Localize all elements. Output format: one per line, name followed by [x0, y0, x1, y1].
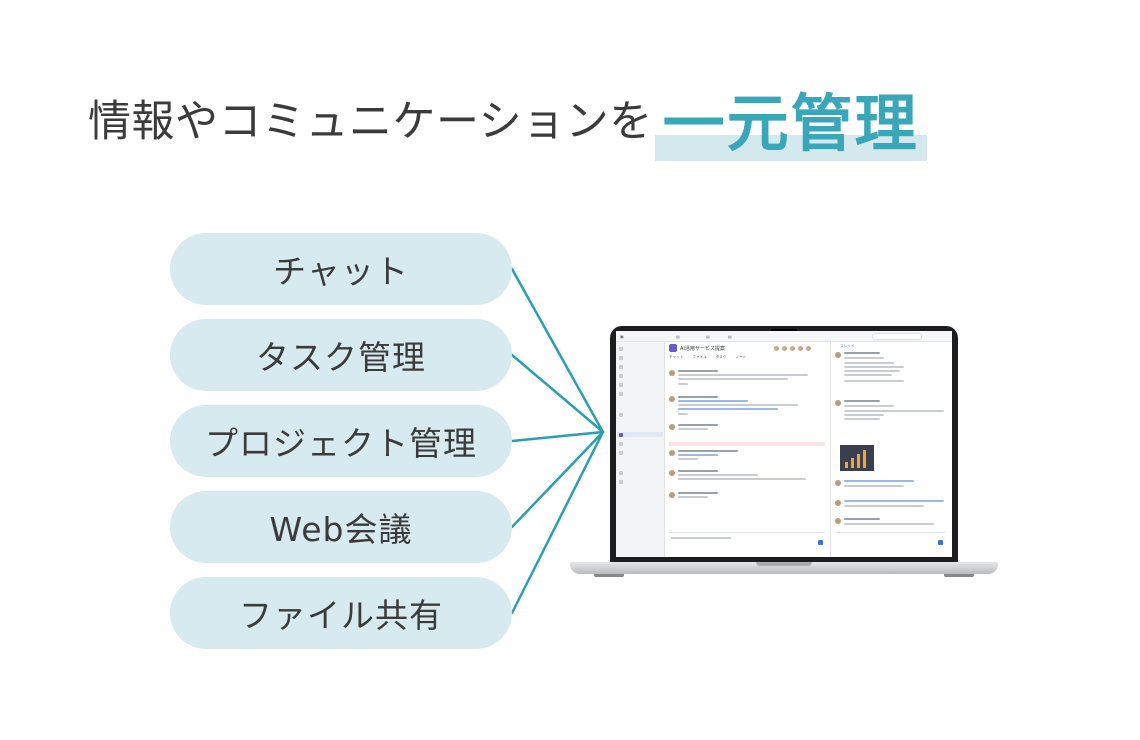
feature-pill-webmeeting: Web会議 [170, 491, 512, 563]
sidebar-item [619, 470, 626, 475]
sidebar-item [619, 479, 626, 484]
laptop-lid: ▣ ▤ ▤ ▤ [610, 326, 958, 563]
app-sidebar [616, 342, 665, 557]
feature-pill-task: タスク管理 [170, 319, 512, 391]
sidebar-item [619, 364, 626, 369]
thread-title: スレッド [840, 344, 855, 348]
sidebar-item [619, 382, 626, 387]
sidebar-item [619, 412, 626, 417]
laptop-base-notch [756, 562, 812, 566]
chart-thumbnail-icon [840, 445, 874, 471]
connector-line-task [510, 353, 605, 434]
chat-tab: タスク [715, 355, 727, 359]
chat-panel: AI活用サービス提案 チャット ファイル タスク ノート [665, 342, 829, 557]
thread-message [835, 518, 945, 536]
feature-pill-project: プロジェクト管理 [170, 405, 512, 477]
sidebar-item [619, 346, 626, 351]
chat-message [669, 424, 825, 438]
feature-label: タスク管理 [256, 338, 426, 377]
sidebar-item [619, 441, 626, 446]
thread-message [835, 400, 945, 440]
app-screenshot: ▣ ▤ ▤ ▤ [616, 331, 952, 557]
laptop: ▣ ▤ ▤ ▤ [570, 326, 998, 584]
thread-message [835, 480, 945, 498]
thread-composer [835, 532, 945, 547]
headline-emphasis-block: 一元管理 [654, 73, 927, 163]
chat-message [669, 396, 825, 420]
sidebar-item [619, 373, 626, 378]
search-input [872, 333, 922, 340]
laptop-foot [594, 574, 624, 577]
send-icon [818, 540, 823, 545]
thread-panel: スレッド [830, 342, 952, 557]
thread-message [835, 352, 945, 392]
chat-tab: チャット [669, 355, 684, 359]
sidebar-item-active [617, 432, 663, 437]
project-icon [669, 344, 677, 352]
sidebar-item [619, 355, 626, 360]
feature-pill-chat: チャット [170, 233, 512, 305]
feature-label: プロジェクト管理 [205, 424, 477, 463]
message-composer [669, 532, 825, 547]
connector-line-webmeeting [510, 430, 605, 529]
feature-label: Web会議 [269, 510, 413, 549]
chat-tabs: チャット ファイル タスク ノート [669, 355, 746, 360]
feature-label: ファイル共有 [239, 596, 443, 635]
sidebar-item [619, 450, 626, 455]
topbar-tab: ▤ [728, 334, 732, 339]
headline: 情報やコミュニケーションを 一元管理 [88, 78, 927, 161]
topbar-tab: ▤ [676, 334, 680, 339]
chat-tab: ファイル [692, 355, 707, 359]
chat-message [669, 470, 825, 484]
connector-line-project [510, 430, 605, 443]
headline-text: 情報やコミュニケーションを [88, 97, 653, 147]
app-topbar: ▣ ▤ ▤ ▤ [616, 331, 952, 342]
laptop-foot [944, 574, 974, 577]
thread-message [835, 500, 945, 518]
connector-line-chat [510, 267, 605, 434]
project-title: AI活用サービス提案 [680, 345, 725, 352]
highlight-underlay [654, 135, 927, 161]
send-icon [938, 540, 943, 545]
feature-pill-fileshare: ファイル共有 [170, 577, 512, 649]
headline-emphasis: 一元管理 [662, 87, 919, 160]
unread-divider [669, 442, 825, 446]
chat-message [669, 492, 825, 504]
chat-message [669, 450, 825, 464]
topbar-tab: ▤ [706, 334, 710, 339]
chat-header: AI活用サービス提案 [669, 344, 725, 352]
feature-label: チャット [273, 252, 409, 291]
laptop-base [570, 562, 998, 574]
chat-tab: ノート [735, 355, 747, 359]
connector-line-fileshare [510, 430, 605, 615]
chat-message [669, 370, 825, 390]
app-logo-icon: ▣ [620, 334, 624, 339]
sidebar-item [619, 391, 626, 396]
member-avatars [773, 345, 813, 352]
